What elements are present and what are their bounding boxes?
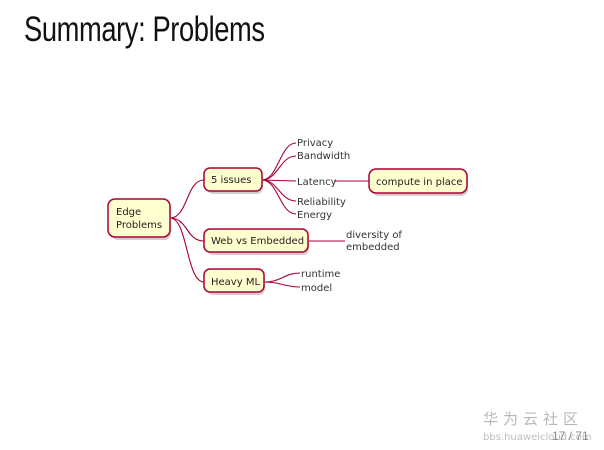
edge-ml-runtime bbox=[263, 272, 301, 283]
leaf-energy: Energy bbox=[297, 210, 332, 221]
node-edge-problems: Edge Problems bbox=[107, 198, 171, 240]
node-edge-problems-line1: Edge bbox=[116, 207, 141, 218]
edge-ml-model bbox=[263, 281, 301, 288]
node-compute-in-place: compute in place bbox=[368, 168, 468, 196]
node-compute-in-place-label: compute in place bbox=[376, 177, 463, 188]
watermark-url: bbs.huaweicloud.com bbox=[483, 432, 592, 443]
edge-root-ml bbox=[169, 217, 205, 283]
leaf-runtime: runtime bbox=[301, 269, 340, 280]
node-web-vs-embedded-label: Web vs Embedded bbox=[211, 236, 304, 247]
leaf-reliability: Reliability bbox=[297, 197, 346, 208]
leaf-latency: Latency bbox=[297, 177, 337, 188]
edge-issues-privacy bbox=[261, 142, 297, 181]
leaf-diversity-line2: embedded bbox=[346, 242, 400, 253]
node-edge-problems-line2: Problems bbox=[116, 220, 162, 231]
node-web-vs-embedded: Web vs Embedded bbox=[203, 228, 309, 255]
leaf-privacy: Privacy bbox=[297, 138, 333, 149]
edge-root-issues bbox=[169, 179, 205, 219]
edge-issues-energy bbox=[261, 179, 297, 215]
node-heavy-ml: Heavy ML bbox=[203, 268, 265, 295]
edge-root-web bbox=[169, 217, 205, 242]
page-number: 17 / 71 bbox=[552, 429, 589, 443]
leaf-bandwidth: Bandwidth bbox=[297, 151, 350, 162]
edge-issues-latency bbox=[261, 179, 297, 182]
leaf-diversity-line1: diversity of bbox=[346, 230, 402, 241]
node-5-issues: 5 issues bbox=[203, 167, 263, 194]
node-heavy-ml-label: Heavy ML bbox=[211, 277, 260, 288]
edge-issues-bandwidth bbox=[261, 155, 297, 181]
leaf-model: model bbox=[301, 283, 332, 294]
mindmap-edges bbox=[169, 142, 369, 288]
node-5-issues-label: 5 issues bbox=[211, 175, 251, 186]
watermark-chinese: 华为云社区 bbox=[483, 410, 584, 428]
slide-title: Summary: Problems bbox=[24, 10, 265, 49]
